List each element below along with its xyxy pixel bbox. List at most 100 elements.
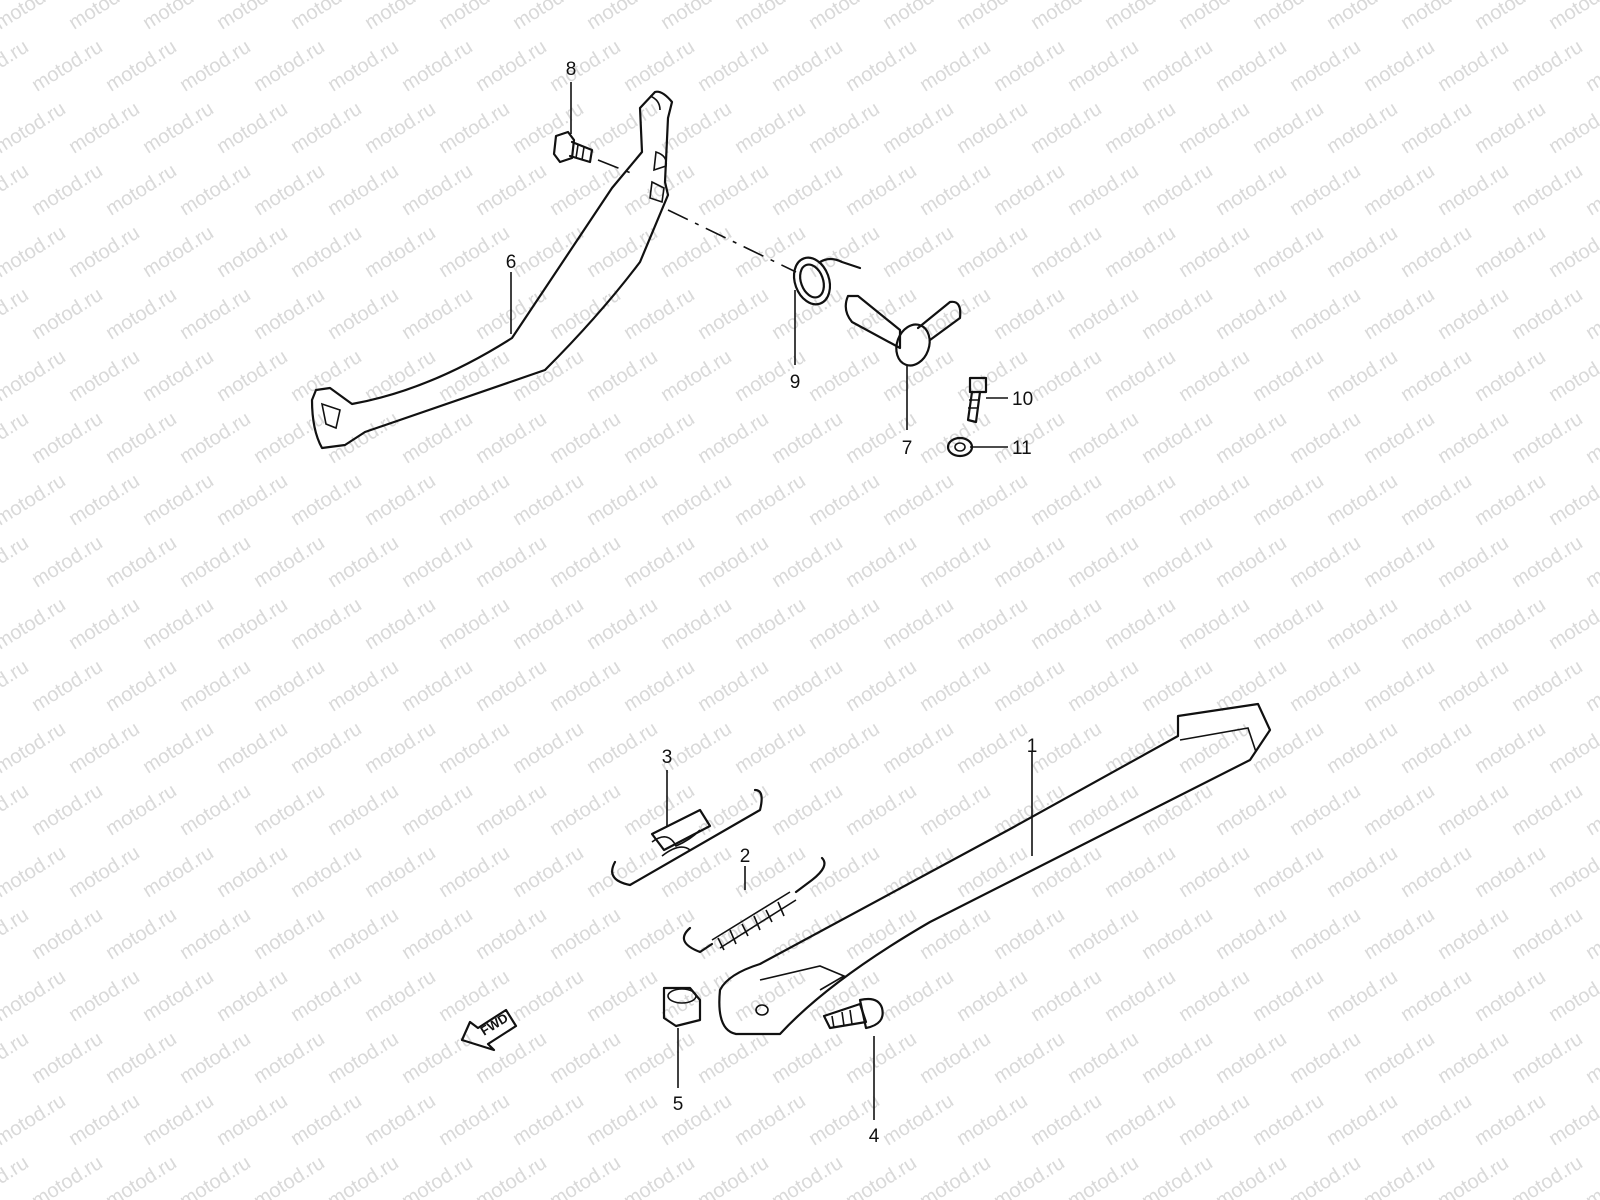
part-10-bolt[interactable] — [966, 376, 988, 424]
part-1-side-stand[interactable] — [718, 702, 1272, 1036]
watermark-text: motod.ru — [1508, 408, 1587, 468]
watermark-text: motod.ru — [805, 966, 884, 1026]
watermark-text: motod.ru — [139, 222, 218, 282]
watermark-text: motod.ru — [398, 1028, 477, 1088]
watermark-text: motod.ru — [139, 966, 218, 1026]
watermark-text: motod.ru — [213, 346, 292, 406]
watermark-text: motod.ru — [731, 470, 810, 530]
watermark-text: motod.ru — [324, 656, 403, 716]
watermark-text: motod.ru — [0, 1028, 33, 1088]
watermark-text: motod.ru — [1360, 532, 1439, 592]
watermark-text: motod.ru — [1175, 222, 1254, 282]
part-5-nut[interactable] — [662, 986, 702, 1028]
watermark-text: motod.ru — [435, 470, 514, 530]
watermark-text: motod.ru — [1212, 160, 1291, 220]
callout-labels: 8 6 9 7 10 11 3 2 1 5 4 — [506, 59, 1038, 1147]
watermark-text: motod.ru — [1434, 1152, 1513, 1200]
watermark-text: motod.ru — [1545, 966, 1600, 1026]
watermark-text: motod.ru — [1027, 1090, 1106, 1150]
watermark-text: motod.ru — [398, 532, 477, 592]
callout-5: 5 — [673, 1094, 684, 1115]
part-4-bolt[interactable] — [822, 997, 884, 1030]
watermark-text: motod.ru — [28, 36, 107, 96]
watermark-text: motod.ru — [1434, 36, 1513, 96]
watermark-text: motod.ru — [842, 1028, 921, 1088]
watermark-text: motod.ru — [102, 1152, 181, 1200]
watermark-text: motod.ru — [768, 160, 847, 220]
watermark-text: motod.ru — [398, 656, 477, 716]
watermark-text: motod.ru — [990, 284, 1069, 344]
watermark-text: motod.ru — [1471, 1090, 1550, 1150]
watermark-text: motod.ru — [1434, 656, 1513, 716]
watermark-text: motod.ru — [472, 780, 551, 840]
watermark-text: motod.ru — [879, 0, 958, 34]
watermark-text: motod.ru — [1360, 904, 1439, 964]
watermark-text: motod.ru — [28, 160, 107, 220]
watermark-text: motod.ru — [1323, 842, 1402, 902]
watermark-text: motod.ru — [1582, 656, 1600, 716]
watermark-text: motod.ru — [1434, 160, 1513, 220]
watermark-text: motod.ru — [1323, 1090, 1402, 1150]
watermark-text: motod.ru — [324, 36, 403, 96]
watermark-text: motod.ru — [1434, 532, 1513, 592]
watermark-text: motod.ru — [1064, 160, 1143, 220]
watermark-text: motod.ru — [1508, 780, 1587, 840]
watermark-text: motod.ru — [1064, 656, 1143, 716]
watermark-text: motod.ru — [176, 408, 255, 468]
watermark-text: motod.ru — [28, 532, 107, 592]
watermark-text: motod.ru — [0, 904, 33, 964]
callout-3: 3 — [662, 747, 673, 768]
watermark-text: motod.ru — [1249, 0, 1328, 34]
watermark-text: motod.ru — [1360, 160, 1439, 220]
watermark-text: motod.ru — [1508, 656, 1587, 716]
part-7-pivot-shaft[interactable] — [844, 294, 962, 370]
watermark-text: motod.ru — [768, 36, 847, 96]
watermark-text: motod.ru — [694, 532, 773, 592]
watermark-text: motod.ru — [28, 284, 107, 344]
watermark-text: motod.ru — [1508, 1152, 1587, 1200]
watermark-text: motod.ru — [0, 1090, 70, 1150]
watermark-text: motod.ru — [1471, 98, 1550, 158]
watermark-text: motod.ru — [472, 1152, 551, 1200]
watermark-text: motod.ru — [1175, 98, 1254, 158]
watermark-text: motod.ru — [1138, 408, 1217, 468]
watermark-text: motod.ru — [0, 284, 33, 344]
watermark-text: motod.ru — [139, 0, 218, 34]
watermark-text: motod.ru — [1471, 718, 1550, 778]
watermark-text: motod.ru — [1101, 222, 1180, 282]
part-2-spring[interactable] — [682, 856, 826, 954]
watermark-text: motod.ru — [546, 36, 625, 96]
part-6-brake-pedal[interactable] — [310, 90, 674, 450]
watermark-text: motod.ru — [731, 98, 810, 158]
watermark-text: motod.ru — [139, 594, 218, 654]
watermark-text: motod.ru — [1212, 532, 1291, 592]
part-9-spring[interactable] — [788, 253, 862, 310]
watermark-text: motod.ru — [1323, 0, 1402, 34]
watermark-text: motod.ru — [324, 1152, 403, 1200]
watermark-text: motod.ru — [1360, 780, 1439, 840]
watermark-text: motod.ru — [1545, 222, 1600, 282]
watermark-text: motod.ru — [1545, 842, 1600, 902]
watermark-text: motod.ru — [139, 1090, 218, 1150]
part-8-bolt[interactable] — [552, 130, 594, 164]
watermark-text: motod.ru — [990, 780, 1069, 840]
watermark-text: motod.ru — [953, 718, 1032, 778]
watermark-text: motod.ru — [65, 842, 144, 902]
callout-9: 9 — [790, 372, 801, 393]
watermark-text: motod.ru — [472, 532, 551, 592]
watermark-text: motod.ru — [1508, 904, 1587, 964]
watermark-text: motod.ru — [1286, 408, 1365, 468]
watermark-text: motod.ru — [1582, 36, 1600, 96]
watermark-text: motod.ru — [842, 36, 921, 96]
watermark-text: motod.ru — [509, 346, 588, 406]
watermark-text: motod.ru — [509, 1090, 588, 1150]
watermark-text: motod.ru — [1545, 718, 1600, 778]
part-3-spring[interactable] — [611, 788, 763, 887]
watermark-text: motod.ru — [1138, 1152, 1217, 1200]
watermark-text: motod.ru — [694, 1028, 773, 1088]
watermark-text: motod.ru — [768, 656, 847, 716]
callout-11: 11 — [1012, 438, 1032, 459]
watermark-text: motod.ru — [842, 656, 921, 716]
watermark-text: motod.ru — [583, 470, 662, 530]
watermark-text: motod.ru — [65, 1090, 144, 1150]
